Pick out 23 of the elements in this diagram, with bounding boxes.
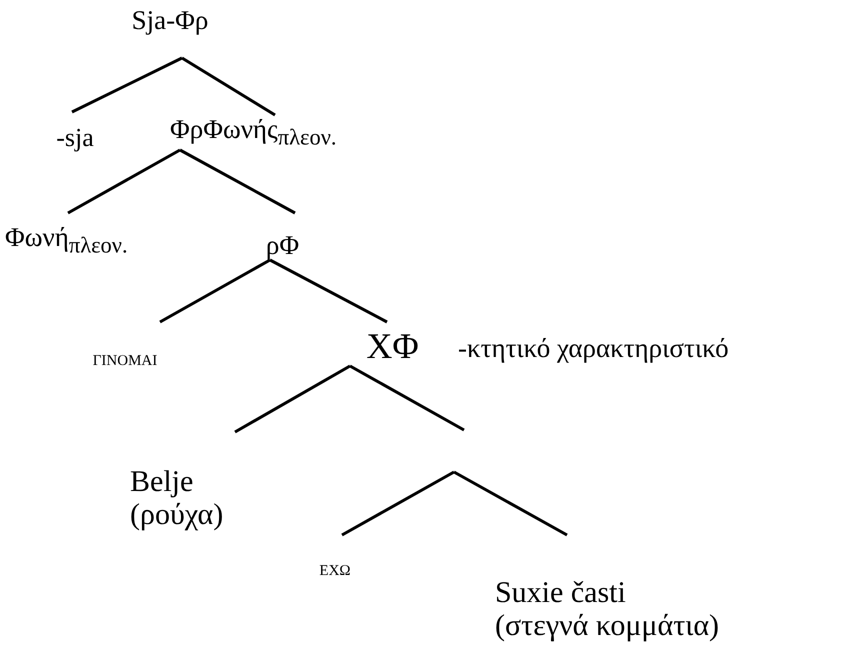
- tree-branch: [67, 148, 181, 214]
- tree-node-label: ρΦ: [266, 230, 300, 260]
- tree-node-label: Suxie časti: [495, 576, 626, 610]
- tree-branch: [341, 470, 455, 536]
- gloss-text: (στεγνά κομμάτια): [495, 609, 720, 643]
- tree-branch: [349, 364, 465, 432]
- tree-node-label: ΓΙΝΟΜΑΙ: [92, 353, 158, 370]
- tree-node-label: ΕΧΩ: [319, 563, 351, 580]
- tree-branch: [181, 56, 276, 116]
- tree-node-label: -sja: [56, 122, 94, 152]
- tree-branch: [71, 56, 183, 114]
- tree-node-label: ΦρΦωνής$_{πλεον.}$: [170, 114, 337, 150]
- tree-branch: [269, 258, 388, 324]
- tree-branch: [159, 258, 271, 324]
- tree-branch: [179, 148, 296, 214]
- node-annotation: -κτητικό χαρακτηριστικό: [458, 334, 729, 364]
- tree-branch: [453, 470, 568, 536]
- tree-node-label: Φωνή$_{πλεον.}$: [5, 222, 128, 258]
- gloss-text: (ρούχα): [130, 498, 224, 532]
- tree-node-label: Sja-Φρ: [132, 5, 208, 36]
- tree-node-label: Belje: [130, 464, 194, 498]
- tree-node-label: ΧΦ: [366, 326, 419, 366]
- tree-branch: [234, 364, 351, 434]
